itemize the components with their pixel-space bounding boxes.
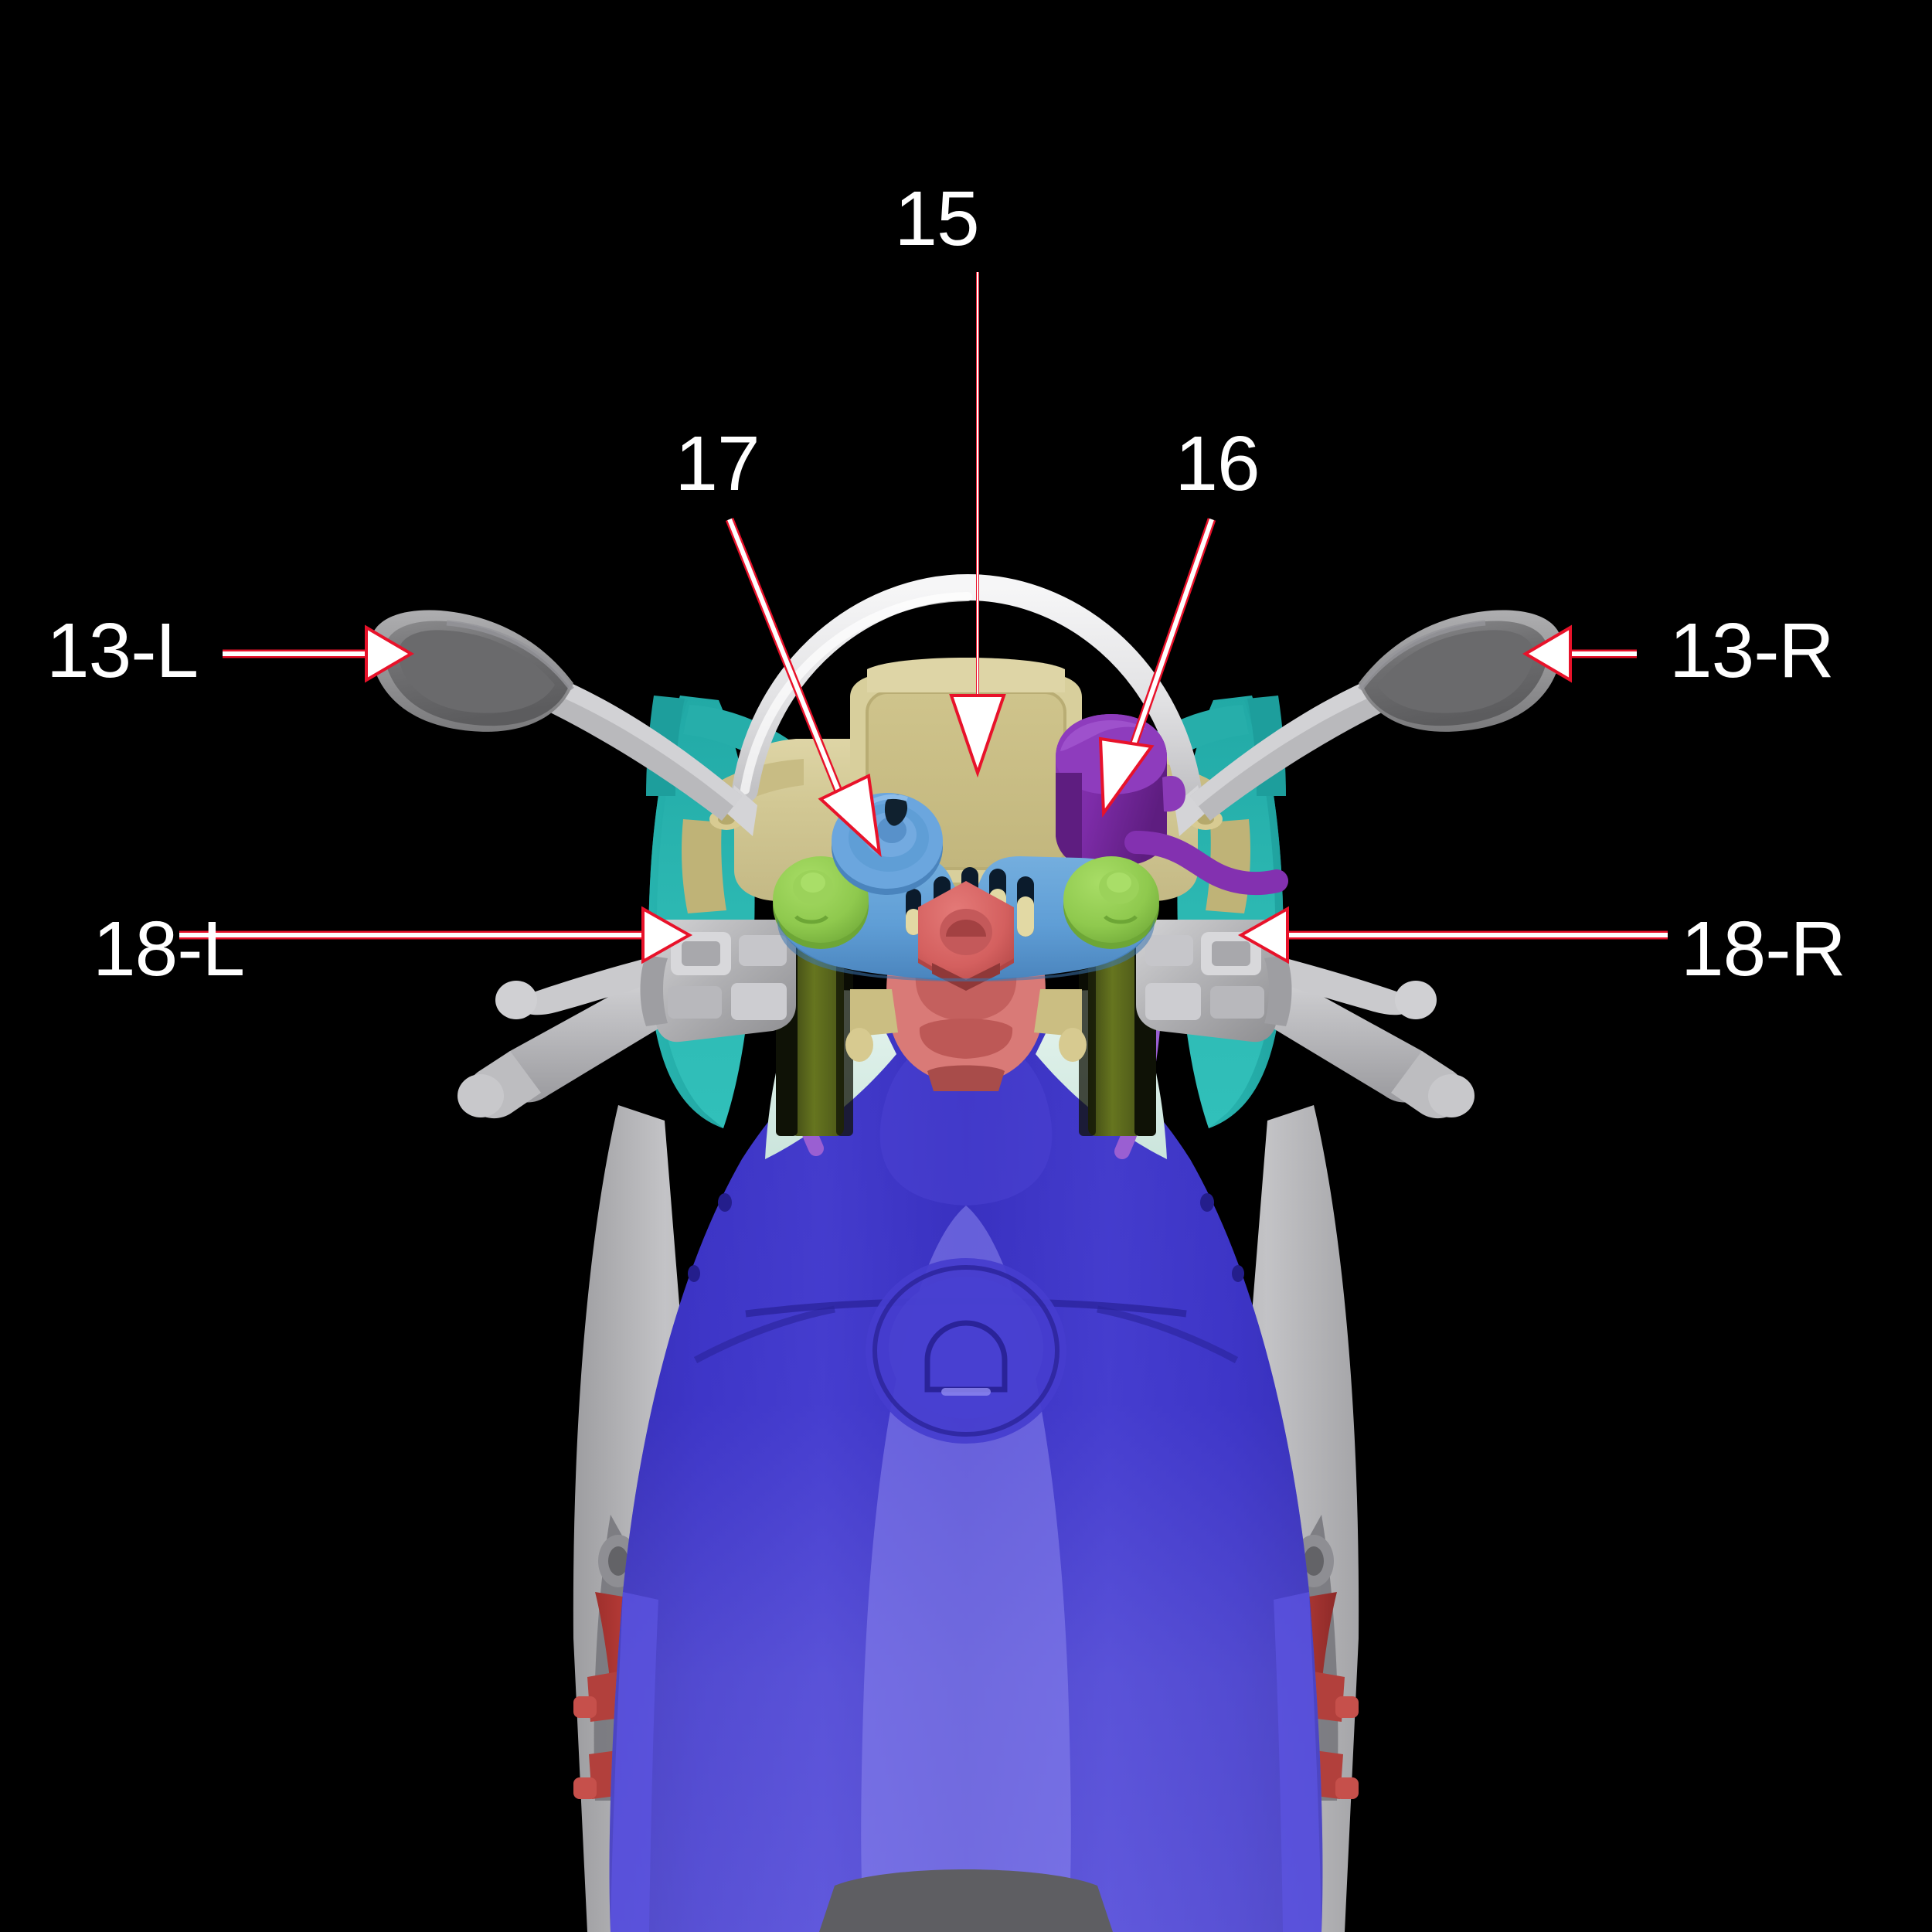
callout-label-18-R: 18-R (1681, 906, 1846, 992)
fork-cap-bolt-left (773, 856, 869, 949)
callout-label-13-R: 13-R (1669, 607, 1835, 694)
steering-stem-nut (918, 881, 1014, 991)
left-rear-view-mirror (369, 610, 574, 732)
fuel-cap (866, 1258, 1066, 1444)
callout-label-16: 16 (1175, 420, 1260, 507)
callout-label-13-L: 13-L (46, 607, 199, 694)
mirror-stems (541, 680, 1391, 821)
callout-label-15: 15 (894, 175, 979, 262)
top-triple-clamp (773, 793, 1159, 991)
ignition-switch (832, 793, 943, 895)
right-rear-view-mirror (1358, 610, 1563, 732)
fork-cap-bolt-right (1063, 856, 1159, 949)
callout-label-17: 17 (675, 420, 760, 507)
callout-label-18-L: 18-L (93, 906, 245, 992)
fuel-tank (609, 1020, 1323, 1932)
